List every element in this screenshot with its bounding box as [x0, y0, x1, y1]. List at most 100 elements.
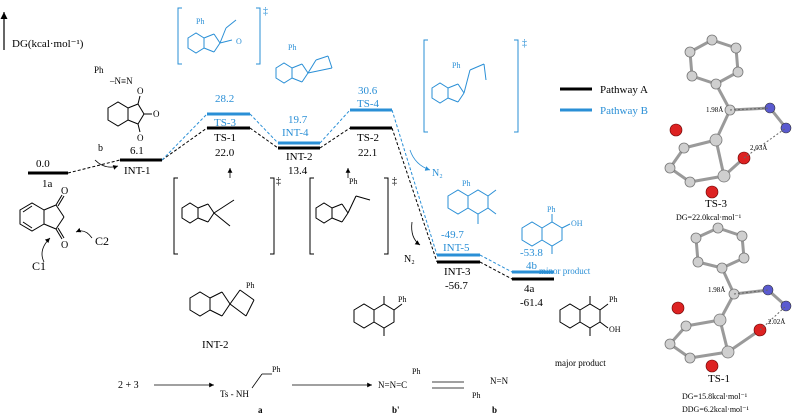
label-int3-name: INT-3 — [444, 266, 471, 278]
ts1-dist-1: 1.98Å — [708, 286, 725, 294]
label-ts4-value: 30.6 — [358, 85, 378, 97]
step-b-arrow — [94, 159, 119, 170]
ts1-model-dg: DG=15.8kcal·mol⁻¹ — [682, 392, 748, 401]
label-1a-value: 0.0 — [36, 158, 50, 170]
label-int4-name: INT-4 — [282, 127, 309, 139]
label-int5-value: -49.7 — [441, 229, 464, 241]
ts3-o: O — [236, 37, 242, 46]
eq-a-ph: Ph — [272, 365, 280, 374]
o-trione-bot: O — [137, 133, 144, 143]
diazo-group: –N≡N — [109, 76, 133, 86]
bracket-ts2 — [309, 177, 389, 255]
o-trione-mid: O — [153, 109, 160, 119]
bracket-ts3 — [177, 7, 261, 65]
legend-b-label: Pathway B — [600, 105, 648, 117]
ts2-bracket-mark: ‡ — [392, 176, 397, 187]
n2-blue-label: N₂ — [432, 168, 443, 179]
ts3-model-dg: DG=22.0kcal·mol⁻¹ — [676, 213, 742, 222]
pathway-a-levels — [28, 126, 554, 281]
ts1-model-title: TS-1 — [708, 373, 730, 385]
major-ph: Ph — [609, 295, 617, 304]
structure-major-product — [559, 296, 609, 336]
eq-bprime-ph: Ph — [412, 367, 420, 376]
label-4b-value: -53.8 — [520, 247, 543, 259]
int2-struct-label: INT-2 — [202, 339, 228, 351]
ts4-bracket-mark: ‡ — [522, 38, 527, 49]
o-1a-top: O — [61, 186, 68, 197]
label-c2: C2 — [95, 234, 109, 248]
eq-a-label: a — [258, 405, 263, 415]
level-labels-blue: 28.2 TS-3 19.7 INT-4 30.6 TS-4 -49.7 INT… — [214, 85, 543, 272]
n2-blue-arrow — [409, 149, 431, 171]
minor-ph: Ph — [547, 205, 555, 214]
label-4b-name: 4b — [526, 260, 538, 272]
eq-bprime-label: b' — [392, 405, 400, 415]
major-oh: OH — [609, 325, 621, 334]
legend-a-label: Pathway A — [600, 84, 648, 96]
label-ts3-value: 28.2 — [215, 93, 234, 105]
label-1a-name: 1a — [42, 178, 53, 190]
minor-product-label: minor product — [539, 266, 591, 276]
n2-black-arrow — [411, 221, 421, 246]
label-c1: C1 — [32, 259, 46, 273]
ts3-3d-model — [664, 34, 792, 199]
ts4-ph: Ph — [452, 61, 460, 70]
structure-minor-product — [521, 214, 571, 254]
eq-b-label: b — [492, 405, 497, 415]
label-int1-value: 6.1 — [130, 145, 144, 157]
structure-int3 — [353, 296, 403, 336]
n2-black-label: N₂ — [404, 254, 415, 265]
ts3-model-title: TS-3 — [705, 198, 728, 210]
major-product-label: major product — [555, 358, 606, 368]
c2-arrow — [75, 227, 93, 239]
label-4a-value: -61.4 — [520, 297, 543, 309]
label-int2-value: 13.4 — [288, 165, 308, 177]
ts3-dist-2: 2.03Å — [750, 144, 767, 152]
ts1-model-ddg: DDG=6.2kcal·mol⁻¹ — [682, 405, 750, 414]
ts3-ph: Ph — [196, 17, 204, 26]
label-ts3-name: TS-3 — [214, 117, 237, 129]
pathway-b-connectors — [161, 109, 513, 273]
label-ts1-name: TS-1 — [214, 132, 236, 144]
o-1a-bot: O — [61, 240, 68, 251]
ts1-3d-model — [664, 222, 792, 373]
label-ts1-value: 22.0 — [215, 147, 235, 159]
legend: Pathway A Pathway B — [560, 84, 648, 117]
structure-1a — [19, 194, 65, 240]
y-axis-label: DG(kcal·mol⁻¹) — [12, 38, 84, 50]
label-int2-name: INT-2 — [286, 151, 312, 163]
eq-ts-nh: Ts - NH — [220, 389, 249, 399]
ts1-dist-2: 2.02Å — [768, 318, 785, 326]
bracket-ts1 — [173, 177, 275, 255]
label-ts2-value: 22.1 — [358, 147, 377, 159]
label-ts2-name: TS-2 — [357, 132, 379, 144]
eq-b-struct: N=N — [490, 376, 509, 386]
label-4a-name: 4a — [524, 283, 535, 295]
eq-start: 2 + 3 — [118, 380, 139, 391]
level-labels: 0.0 1a 6.1 INT-1 TS-1 22.0 INT-2 13.4 TS… — [36, 132, 543, 309]
eq-bprime-struct: N=N=C — [378, 380, 407, 390]
blue-trione-ph: Ph — [462, 179, 470, 188]
int3-ph: Ph — [398, 295, 406, 304]
ts2-ph: Ph — [349, 177, 357, 186]
minor-oh: OH — [571, 219, 583, 228]
o-trione-top: O — [137, 86, 144, 96]
structure-int2 — [189, 289, 255, 317]
label-int3-value: -56.7 — [445, 280, 468, 292]
label-int4-value: 19.7 — [288, 114, 308, 126]
bracket-ts4 — [423, 39, 519, 133]
label-int1-name: INT-1 — [124, 165, 150, 177]
eq-b-ph: Ph — [472, 391, 480, 400]
c1-arrow — [41, 237, 51, 263]
step-b-label: b — [98, 143, 103, 154]
ph-diazo-label: Ph — [94, 65, 104, 75]
pathway-a-connectors — [67, 127, 513, 280]
ts3-bracket-mark: ‡ — [263, 6, 268, 17]
structure-blue-trione — [447, 189, 497, 224]
pathway-b-levels — [207, 108, 554, 274]
label-int5-name: INT-5 — [443, 242, 470, 254]
int2-ph: Ph — [246, 281, 254, 290]
structure-trione — [107, 95, 152, 133]
